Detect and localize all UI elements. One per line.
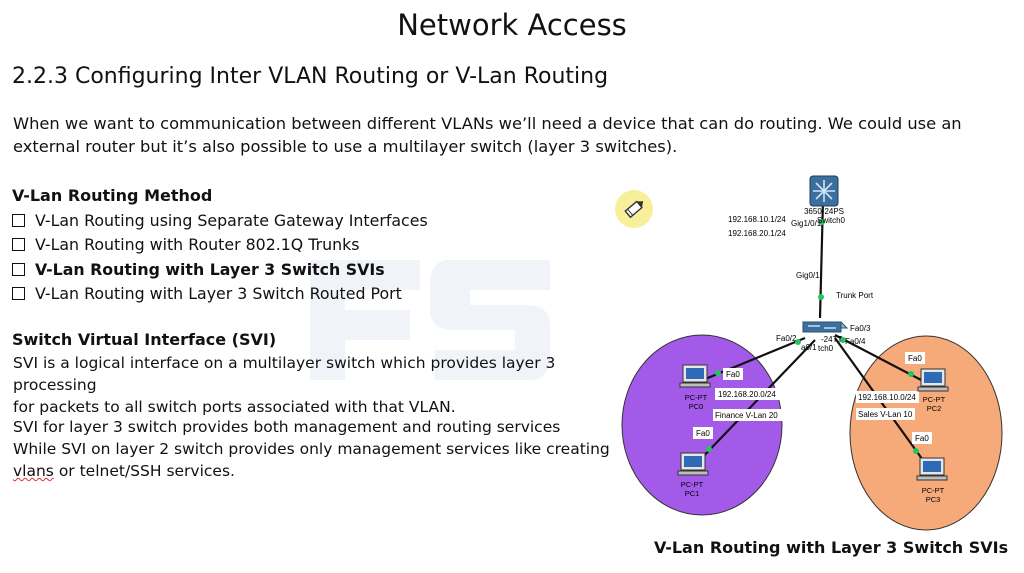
pc0-type: PC-PT <box>685 393 708 402</box>
sales-vlan-label: Sales V-Lan 10 <box>858 410 913 419</box>
method-item-1: V-Lan Routing using Separate Gateway Int… <box>12 209 428 233</box>
diagram-caption: V-Lan Routing with Layer 3 Switch SVIs <box>654 538 1009 557</box>
access-switch-icon <box>801 321 849 333</box>
pc3-icon <box>916 457 948 481</box>
finance-network-label: 192.168.20.0/24 <box>718 390 776 399</box>
checkbox-icon <box>12 214 25 227</box>
sales-vlan-label-bg <box>856 408 915 420</box>
svi-heading: Switch Virtual Interface (SVI) <box>12 330 277 349</box>
link-status-icon <box>819 219 825 225</box>
svi-ip-1: 192.168.10.1/24 <box>728 215 786 224</box>
pc1-port-label: Fa0 <box>696 429 710 438</box>
routing-methods-heading: V-Lan Routing Method <box>12 186 213 205</box>
l3-port-label: Gig1/0/1 <box>791 219 822 228</box>
watermark-logo <box>310 260 550 380</box>
checkbox-icon <box>12 238 25 252</box>
pc2-port-label-bg <box>905 352 925 364</box>
section-heading: 2.2.3 Configuring Inter VLAN Routing or … <box>12 64 609 89</box>
pc3-port-label-bg <box>912 432 932 444</box>
pc3-name: PC3 <box>926 495 941 504</box>
l3-switch-model: 3650-24PS <box>804 207 844 216</box>
pc3-type: PC-PT <box>922 486 945 495</box>
pc0-port-label-bg <box>723 368 743 380</box>
access-switch-model: -24TT <box>821 335 842 344</box>
page-title: Network Access <box>397 8 627 42</box>
port-fa0-2-label: Fa0/2 <box>776 334 797 343</box>
pc0-icon <box>679 364 711 388</box>
sales-network-label-bg <box>856 391 919 403</box>
pc1-port-label-bg <box>693 427 713 439</box>
intro-line-1: When we want to communication between di… <box>13 114 962 133</box>
finance-vlan-label-bg <box>713 409 783 421</box>
sales-network-label: 192.168.10.0/24 <box>858 393 916 402</box>
spellcheck-word: vlans <box>13 462 54 480</box>
pc3-port-label: Fa0 <box>915 434 929 443</box>
link-status-icon <box>818 294 824 300</box>
method-item-3: V-Lan Routing with Layer 3 Switch SVIs <box>12 258 428 282</box>
pc0-port-label: Fa0 <box>726 370 740 379</box>
port-fa0-3-label: Fa0/3 <box>850 324 871 333</box>
uplink-port-label: Gig0/1 <box>796 271 820 280</box>
link-status-icon <box>840 337 846 343</box>
method-item-4: V-Lan Routing with Layer 3 Switch Routed… <box>12 282 428 306</box>
intro-paragraph: When we want to communication between di… <box>13 112 1013 158</box>
pencil-icon <box>624 200 644 219</box>
link-status-icon <box>913 448 919 454</box>
pc0-name: PC0 <box>689 402 704 411</box>
link-pc1 <box>697 339 816 463</box>
port-fa0-4-label: Fa0/4 <box>845 337 866 346</box>
l3-switch-name: Switch0 <box>817 216 846 225</box>
network-diagram: 3650-24PS Switch0 192.168.10.1/24 192.16… <box>621 175 1003 531</box>
svi-paragraph-1: SVI is a logical interface on a multilay… <box>13 354 556 416</box>
access-switch-name: tch0 <box>818 344 834 353</box>
l3-switch-icon <box>809 175 839 207</box>
pc1-name: PC1 <box>685 489 700 498</box>
finance-vlan-label: Finance V-Lan 20 <box>715 411 778 420</box>
svi-ip-2: 192.168.20.1/24 <box>728 229 786 238</box>
pc2-type: PC-PT <box>923 395 946 404</box>
cursor-highlight <box>615 190 653 228</box>
routing-methods-list: V-Lan Routing using Separate Gateway Int… <box>12 209 428 307</box>
intro-line-2: external router but it’s also possible t… <box>13 137 678 156</box>
port-fa0-1-label: a0/1 <box>801 343 817 352</box>
link-status-icon <box>908 371 914 377</box>
pc1-icon <box>677 452 709 476</box>
method-item-2: V-Lan Routing with Router 802.1Q Trunks <box>12 233 428 257</box>
pc2-name: PC2 <box>927 404 942 413</box>
finance-network-label-bg <box>715 388 783 400</box>
pc2-port-label: Fa0 <box>908 354 922 363</box>
checkbox-icon <box>12 262 25 276</box>
link-status-icon <box>715 370 721 376</box>
pc2-icon <box>917 368 949 392</box>
link-status-icon <box>706 446 712 452</box>
link-status-icon <box>795 339 801 345</box>
checkbox-icon <box>12 287 25 301</box>
trunk-port-label: Trunk Port <box>836 291 874 300</box>
svi-paragraph-2: SVI for layer 3 switch provides both man… <box>13 418 610 480</box>
pc1-type: PC-PT <box>681 480 704 489</box>
